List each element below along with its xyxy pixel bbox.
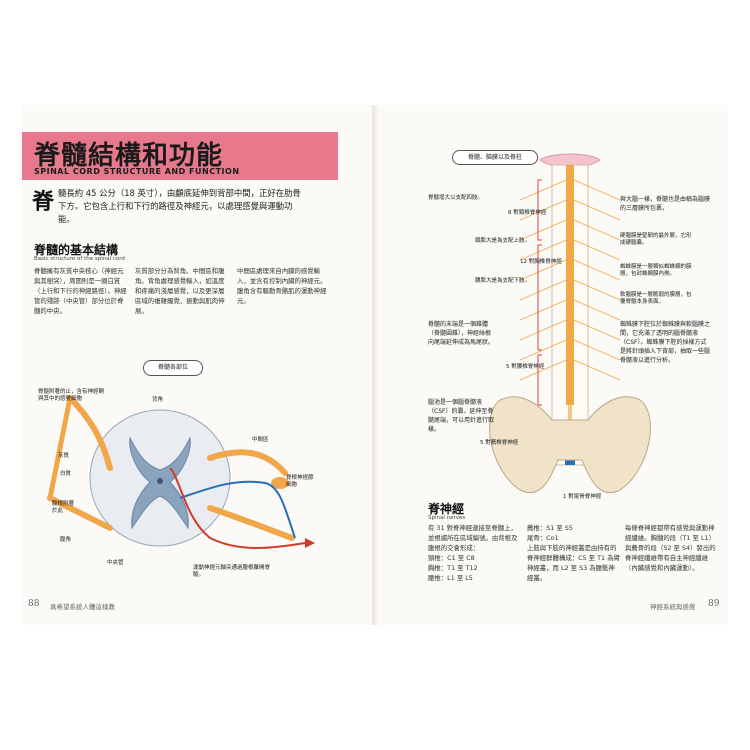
spinal-nerves-col-3: 每條脊神經都帶有感覺與運動神經纖維。胸髓的段（T1 至 L1）與薦骨的段（S2 … — [625, 524, 716, 572]
page-subtitle: SPINAL CORD STRUCTURE AND FUNCTION — [34, 167, 240, 176]
label-lumbar-enlargement: 腰膨大是為支配下肢。 — [475, 278, 531, 284]
label-sacral-nerves: 5 對薦椎脊神經 — [480, 440, 519, 446]
label-gray-matter: 灰質 — [58, 453, 70, 459]
label-meninges-intro: 與大腦一樣，脊髓也是由稱為腦膜的三層膜所包裹。 — [620, 196, 711, 212]
dorsal-root-left — [67, 395, 113, 471]
running-footer-left: 真希望系統人體這樣教 — [50, 603, 115, 611]
label-dura: 硬腦膜是堅韌的最外層，它形成硬腦囊。 — [620, 233, 692, 246]
spinal-cross-section — [47, 395, 315, 549]
label-pia: 軟腦膜是一層脆弱的膜層，包覆脊髓本身表面。 — [620, 292, 692, 305]
label-white-matter: 白質 — [60, 471, 72, 477]
motor-arrowhead — [305, 538, 315, 548]
motor-pathway — [169, 467, 306, 549]
label-intermediate: 中間區 — [252, 437, 269, 443]
label-ganglion: 脊根神經節細胞 — [286, 475, 314, 488]
running-footer-right: 神經系統與感覺 — [650, 603, 696, 611]
label-cervical-enlargement: 頸膨大是為支配上肢。 — [475, 238, 531, 244]
spinal-nerves-col-1: 有 31 對脊神經連接至脊髓上，並根據所在區域編號。由背根及腹根的交會形成： 頸… — [428, 523, 522, 583]
label-meninges: 脊髓附著的止，含有神經鞘與其中的感覺細胞 — [38, 389, 105, 402]
dorsal-root-ganglion — [271, 477, 289, 489]
label-ventral-horn: 腹角 — [60, 537, 72, 543]
page-number-left: 88 — [28, 599, 40, 609]
ventral-root-left — [47, 495, 113, 531]
spine-diagram — [489, 153, 651, 494]
label-arachnoid: 蜘蛛膜是一層類似蜘蛛網的膜層，包封蛛網膜內側。 — [620, 264, 692, 277]
list-item-thoracic: 胸椎：T1 至 T12 — [428, 564, 478, 572]
label-lumbar-nerves: 5 對腰椎脊神經 — [506, 364, 545, 370]
spinal-nerves-col-2: 薦椎：S1 至 S5 尾骨：Co1 上肢與下肢的神經叢是由持有的脊神經群體構成：… — [527, 523, 621, 583]
label-thoracic-nerves: 12 對胸椎脊神經 — [520, 259, 562, 265]
ventral-root-right — [207, 505, 295, 541]
pelvis-shape — [489, 396, 651, 494]
spinal-nerve-left — [47, 397, 73, 499]
spinal-cord-shape — [566, 165, 574, 405]
label-central-canal: 中央管 — [107, 560, 124, 566]
spine-drawing — [489, 153, 651, 494]
intro-paragraph: 髓長約 45 公分（18 英寸），由顱底延伸到背部中間，正好在肋骨下方。它包含上… — [58, 188, 301, 224]
drop-cap: 脊 — [32, 190, 55, 215]
label-dorsal-horn: 背角 — [152, 397, 164, 403]
body-column-2: 灰質部分分為背角、中間區和腹角。背角處理感覺輸入，如溫度和疼痛的淺層感覺，以及更… — [135, 267, 225, 315]
section-subtitle-right: Spinal nerves — [428, 515, 466, 521]
body-column-1: 脊髓擁有灰質中央核心（神經元與其樹突），周圍則是一圈白質（上行和下行的神經路徑）… — [34, 267, 127, 315]
section-subtitle: Basic structure of the spinal cord — [34, 256, 125, 262]
list-item-sacral: 薦椎：S1 至 S5 — [527, 524, 573, 532]
page-number-right: 89 — [708, 599, 720, 609]
page-title: 脊髓結構和功能 — [34, 141, 224, 171]
body-column-3: 中間區處理來自內臟的感覺輸入，並含有控制內臟的神經元。腹角含有驅動骨骼肌的運動神… — [237, 267, 327, 305]
label-enlargement: 脊髓增大以支配四肢。 — [428, 195, 484, 201]
spinal-nerve-branches — [519, 179, 621, 381]
dorsal-root-right — [207, 449, 288, 476]
book-gutter — [372, 105, 378, 625]
label-cistern: 腦池是一個腦脊髓液（CSF）的囊，延伸至脊髓尾端，可以用針進行取樣。 — [428, 399, 495, 433]
central-canal-shape — [157, 478, 163, 484]
spinal-nerves-col-2-text: 上肢與下肢的神經叢是由持有的脊神經群體構成：C5 至 T1 為臂神經叢，而 L2… — [527, 544, 620, 582]
label-motor-note: 運動神經元軸突通過腹根離開脊髓。 — [193, 565, 271, 578]
section-title-right: 脊神經 — [428, 502, 465, 516]
list-item-lumbar: 腰椎：L1 至 L5 — [428, 574, 473, 582]
label-conus: 脊髓的末端是一個錐體（脊髓圓錐），神經絲根向尾端延伸成為馬尾狀。 — [428, 321, 495, 346]
label-dorsal-root: 腹根附著於此 — [52, 501, 75, 514]
diagram-pill-label: 脊髓各部位 — [143, 360, 203, 376]
bracket-lumbar — [537, 354, 542, 406]
sensory-pathway — [179, 480, 296, 539]
label-cervical-nerves: 8 對頸椎脊神經 — [508, 210, 547, 216]
cross-section-drawing — [47, 395, 315, 549]
bracket-thoracic — [537, 244, 542, 351]
label-subarachnoid: 蜘蛛膜下腔位於蜘蛛膜與軟腦膜之間，它充滿了透明的腦脊髓液（CSF）。蜘蛛膜下腔的… — [620, 321, 711, 364]
list-item-coccygeal: 尾骨：Co1 — [527, 534, 559, 542]
section-title: 脊髓的基本結構 — [34, 243, 119, 257]
list-item-cervical: 頸椎：C1 至 C8 — [428, 554, 475, 562]
bracket-cervical — [537, 179, 542, 241]
spinal-nerves-col-1-text: 有 31 對脊神經連接至脊髓上，並根據所在區域編號。由背根及腹根的交會形成： — [428, 524, 518, 552]
label-coccygeal-nerve: 1 對尾骨脊神經 — [563, 494, 602, 500]
title-band — [22, 132, 338, 180]
diagram-pill-label-right: 脊髓、脑膜以及脊柱 — [452, 150, 538, 165]
